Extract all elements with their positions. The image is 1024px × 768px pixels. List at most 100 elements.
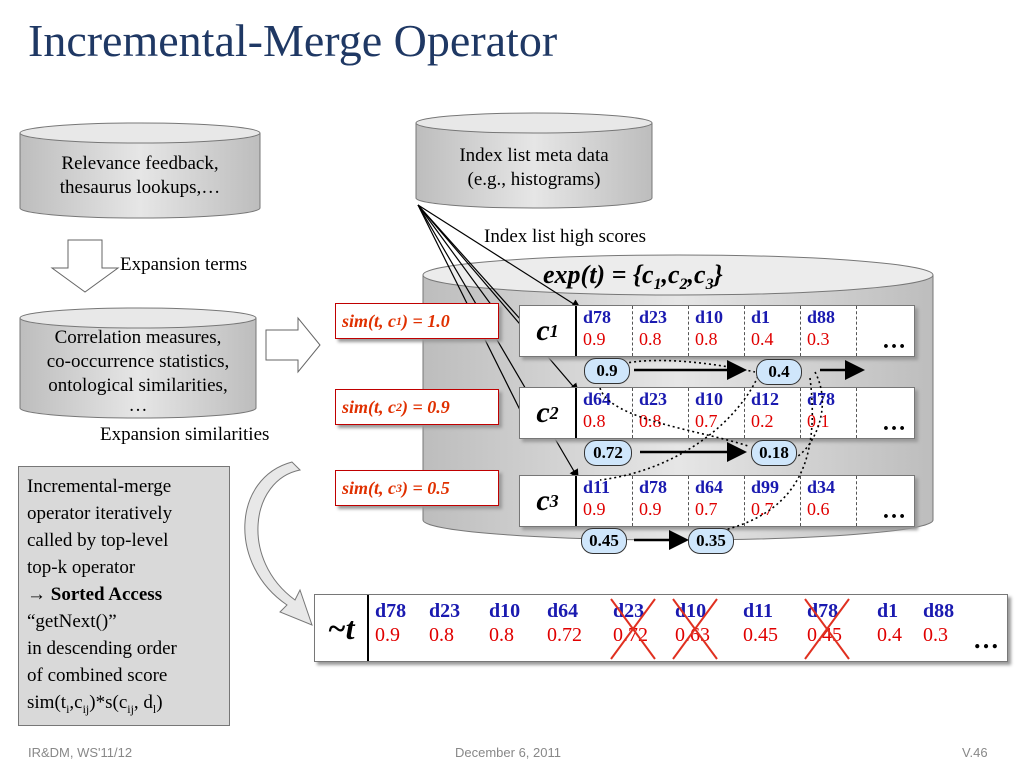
- doc-score: 0.72: [613, 624, 648, 646]
- doc-id: d64: [583, 389, 612, 409]
- desc-line6: “getNext()”: [27, 611, 117, 632]
- doc-score: 0.2: [751, 411, 774, 431]
- sim1-sub: 1: [396, 313, 402, 328]
- metadata-line1: Index list meta data: [459, 145, 609, 166]
- doc-id: d64: [547, 600, 579, 622]
- exp-sub2: 2: [679, 276, 688, 294]
- doc-score: 0.8: [639, 411, 662, 431]
- f-ij2: ij: [127, 701, 134, 716]
- doc-id: d78: [807, 389, 836, 409]
- doc-id: d99: [751, 477, 780, 497]
- list1-sub: 1: [549, 320, 559, 341]
- doc-id: d78: [375, 600, 407, 622]
- sim2-post: ) = 0.9: [402, 396, 450, 417]
- result-ellipsis: …: [973, 625, 999, 654]
- correlation-line4: …: [128, 395, 148, 416]
- doc-id: d78: [639, 477, 668, 497]
- doc-score: 0.9: [583, 499, 606, 519]
- expansion-set-label: exp(t) = {c1,c2,c3}: [543, 260, 723, 294]
- metadata-line2: (e.g., histograms): [467, 169, 601, 190]
- desc-line2: operator iteratively: [27, 503, 173, 524]
- sorted-access-label: Sorted Access: [50, 584, 163, 605]
- exp-sub3: 3: [705, 276, 714, 294]
- doc-id: d23: [613, 600, 645, 622]
- sim3-sub: 3: [396, 480, 402, 495]
- list1-score-oval: 0.4: [756, 359, 802, 385]
- list3-name: c: [536, 484, 550, 517]
- correlation-line3: ontological similarities,: [48, 375, 228, 396]
- f-b: ,c: [69, 692, 83, 713]
- exp-part-a: exp(t) = {c: [543, 260, 654, 289]
- sim3-post: ) = 0.5: [402, 477, 450, 498]
- cross-marks: [610, 598, 850, 660]
- f-e: ): [156, 692, 163, 713]
- list2-sub: 2: [549, 402, 559, 423]
- doc-id: d34: [807, 477, 836, 497]
- expansion-down-arrow: [50, 239, 120, 293]
- doc-id: d12: [751, 389, 780, 409]
- doc-score: 0.63: [675, 624, 710, 646]
- doc-score: 0.8: [583, 411, 606, 431]
- similarity-right-arrow: [265, 316, 321, 374]
- doc-score: 0.7: [751, 499, 774, 519]
- doc-score: 0.9: [639, 499, 662, 519]
- f-l: l: [152, 701, 157, 716]
- desc-line3: called by top-level: [27, 530, 169, 551]
- desc-line7: in descending order: [27, 638, 177, 659]
- doc-id: d11: [743, 600, 774, 622]
- correlation-cylinder: [19, 307, 257, 419]
- list3-score-oval: 0.35: [688, 528, 734, 554]
- doc-id: d78: [583, 307, 612, 327]
- doc-id: d88: [923, 600, 955, 622]
- doc-score: 0.8: [639, 329, 662, 349]
- footer-page: V.46: [962, 745, 988, 760]
- sim3-pre: sim(t, c: [342, 477, 396, 498]
- doc-score: 0.1: [807, 411, 830, 431]
- relevance-line2: thesaurus lookups,…: [59, 177, 221, 198]
- f-c: )*s(c: [89, 692, 128, 713]
- right-arrow-icon: →: [27, 584, 46, 605]
- doc-score: 0.3: [923, 624, 948, 646]
- doc-score: 0.9: [583, 329, 606, 349]
- desc-line1: Incremental-merge: [27, 476, 172, 497]
- metadata-box: Index list meta data (e.g., histograms): [416, 144, 652, 192]
- doc-score: 0.7: [695, 499, 718, 519]
- doc-score: 0.8: [695, 329, 718, 349]
- f-a: sim(t: [27, 692, 67, 713]
- doc-id: d10: [695, 307, 724, 327]
- list-ellipsis: …: [882, 498, 906, 524]
- doc-score: 0.3: [807, 329, 830, 349]
- expansion-terms-label: Expansion terms: [120, 254, 248, 275]
- doc-score: 0.7: [695, 411, 718, 431]
- doc-id: d10: [695, 389, 724, 409]
- relevance-line1: Relevance feedback,: [61, 153, 219, 174]
- doc-score: 0.72: [547, 624, 582, 646]
- desc-line8: of combined score: [27, 665, 168, 686]
- list2-score-oval: 0.18: [751, 440, 797, 466]
- doc-id: d1: [877, 600, 899, 622]
- sim1-pre: sim(t, c: [342, 310, 396, 331]
- doc-score: 0.9: [375, 624, 400, 646]
- sim2-sub: 2: [396, 399, 402, 414]
